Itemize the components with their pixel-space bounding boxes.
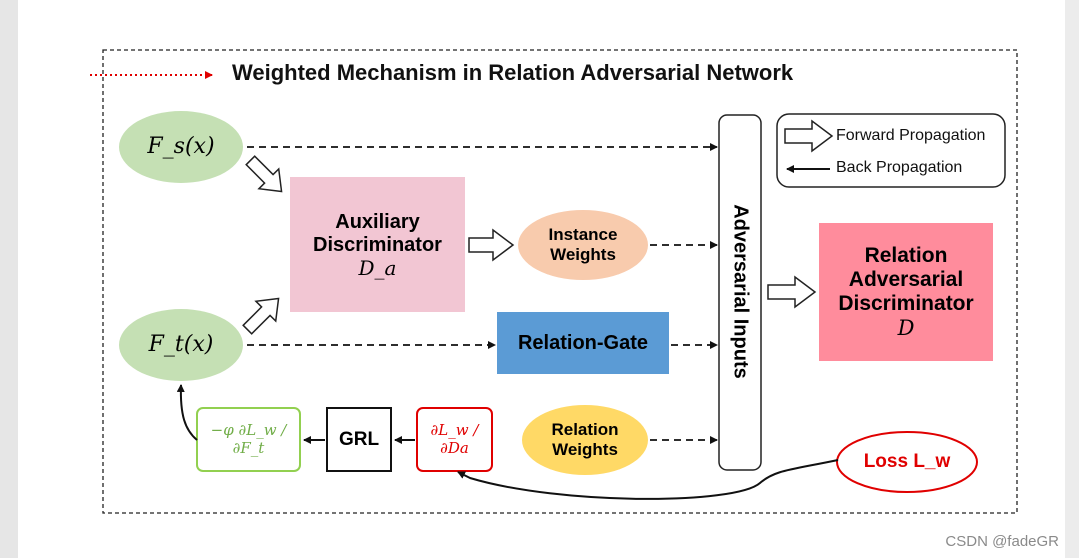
dlda-label: ∂L_w / ∂Da [417,408,492,471]
dlda-box [416,407,493,472]
grl-label: GRL [327,408,391,471]
fs-to-aux-hollow-arrow [245,155,283,193]
relation-weights-line2: Weights [552,440,618,459]
relation-weights-line1: Relation [551,420,619,440]
outer-dashed-frame [102,49,1018,514]
adversarial-inputs-box [718,114,762,471]
relation-gate-text: Relation-Gate [517,331,649,354]
rad-line2: Adversarial [848,267,964,291]
loss-label: Loss L_w [837,446,977,478]
negative-gradient-text: −φ ∂L_w / ∂F_t [210,421,287,457]
fs-node [119,111,243,183]
diagram-title: Weighted Mechanism in Relation Adversari… [232,60,794,85]
auxiliary-discriminator-label: Auxiliary Discriminator D_a [290,190,465,300]
instance-line1: Instance [548,225,618,245]
auxiliary-discriminator-box [290,177,465,312]
relation-weights-label: Relation Weights [522,415,648,465]
rad-symbol: D [897,316,915,341]
ft-to-aux-hollow-arrow [242,297,280,335]
aux-symbol: D_a [358,255,397,280]
loss-to-dlda-back-arrow [457,459,839,500]
instance-line2: Weights [550,245,616,264]
relation-adversarial-discriminator-label: Relation Adversarial Discriminator D [819,230,993,354]
relation-gate-label: Relation-Gate [497,312,669,374]
rad-line3: Discriminator [838,292,974,315]
grl-box [326,407,392,472]
gradient-to-ft-back-arrow [176,384,198,441]
grl-text: GRL [338,428,380,450]
dlda-text: ∂L_w / ∂Da [430,421,479,457]
left-margin-strip [0,0,18,558]
ft-node [119,309,243,381]
legend-box [776,113,1006,188]
legend-forward-label: Forward Propagation [836,127,986,144]
ft-text: F_t(x) [148,332,214,358]
instance-weights-node [518,210,648,280]
aux-to-instance-hollow-arrow [468,228,515,262]
legend-back-label: Back Propagation [836,159,963,176]
negative-gradient-label: −φ ∂L_w / ∂F_t [197,408,300,471]
relation-adversarial-discriminator-box [819,223,993,361]
loss-node [836,431,978,493]
relation-gate-box [497,312,669,374]
instance-weights-label: Instance Weights [520,220,646,270]
ft-label: F_t(x) [119,328,243,362]
rad-line1: Relation [864,243,948,267]
watermark: CSDN @fadeGR [945,533,1059,550]
adv-inputs-to-discriminator-hollow-arrow [767,275,817,309]
aux-line1: Auxiliary [335,210,420,233]
fs-text: F_s(x) [147,134,215,160]
right-margin-strip [1065,0,1079,558]
aux-line2: Discriminator [313,233,442,256]
fs-label: F_s(x) [119,130,243,164]
relation-weights-node [522,405,648,475]
legend-forward-arrow [784,119,834,153]
loss-text: Loss L_w [863,451,951,473]
adversarial-inputs-text: Adversarial Inputs [729,204,752,379]
